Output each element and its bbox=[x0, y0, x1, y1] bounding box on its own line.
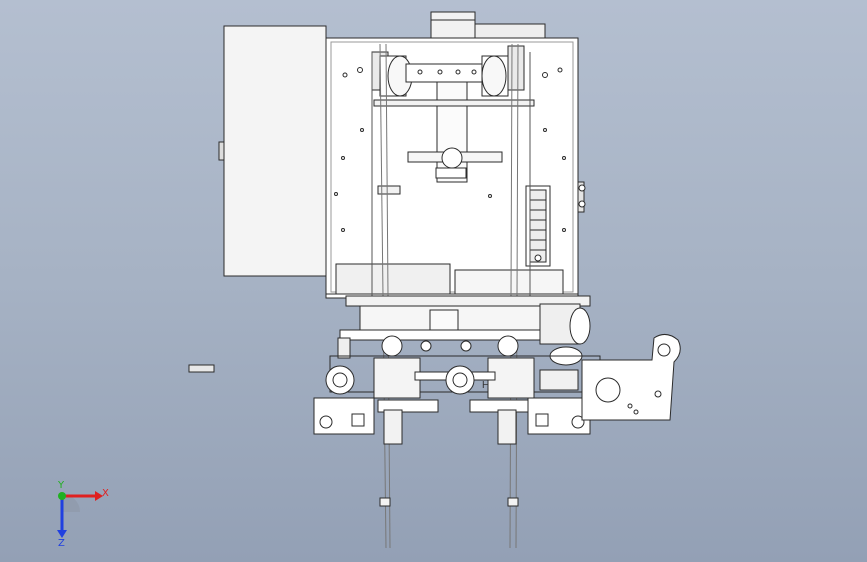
orientation-triad: X Y Z bbox=[57, 480, 109, 548]
z-axis-label: Z bbox=[58, 538, 65, 548]
side-bracket-plate bbox=[581, 334, 681, 421]
x-axis-label: X bbox=[102, 488, 109, 499]
motor-cap bbox=[430, 11, 546, 41]
side-letter-label: H bbox=[482, 380, 489, 391]
top-pulley-assembly bbox=[371, 45, 535, 195]
side-enclosure-panel bbox=[218, 25, 333, 277]
left-control-plate bbox=[313, 397, 375, 435]
right-control-plate bbox=[527, 397, 591, 435]
lower-cutter-mechanism bbox=[325, 295, 601, 445]
rod-clamp-left bbox=[379, 497, 391, 507]
detached-tab-part bbox=[188, 364, 215, 373]
rod-clamp-right bbox=[507, 497, 519, 507]
y-axis-label: Y bbox=[57, 480, 65, 491]
